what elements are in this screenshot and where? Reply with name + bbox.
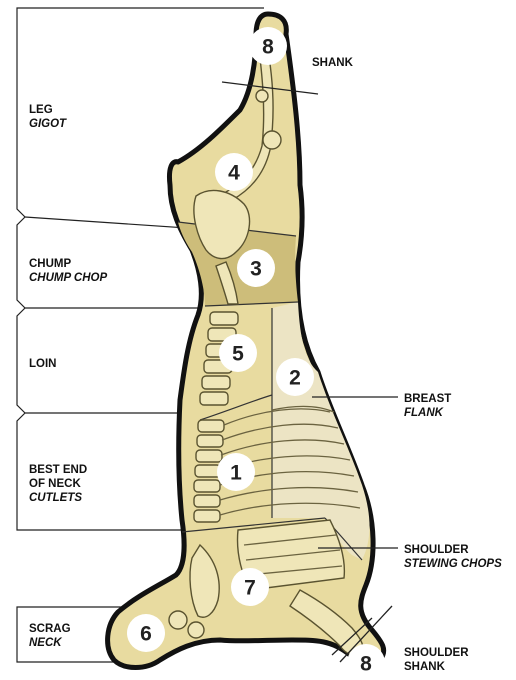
label-chump: CHUMP <box>29 258 71 270</box>
label-shoulder-shank-2: SHANK <box>404 661 446 673</box>
label-shoulder: SHOULDER <box>404 544 469 556</box>
svg-text:5: 5 <box>232 343 244 366</box>
label-loin: LOIN <box>29 358 56 370</box>
label-scrag: SCRAG <box>29 623 71 635</box>
label-scrag-sub: NECK <box>29 637 62 649</box>
svg-text:2: 2 <box>289 367 301 390</box>
left-labels: LEG GIGOT CHUMP CHUMP CHOP LOIN BEST END… <box>29 104 107 649</box>
badge-scrag: 6 <box>127 614 165 652</box>
badge-breast: 2 <box>276 358 314 396</box>
svg-text:3: 3 <box>250 258 262 281</box>
svg-text:7: 7 <box>244 577 256 600</box>
badge-shank-top: 8 <box>249 27 287 65</box>
label-leg: LEG <box>29 104 53 116</box>
label-shoulder-shank: SHOULDER <box>404 647 469 659</box>
label-breast: BREAST <box>404 393 451 405</box>
badge-shoulder: 7 <box>231 568 269 606</box>
badge-leg: 4 <box>215 153 253 191</box>
label-breast-sub: FLANK <box>404 407 444 419</box>
svg-text:8: 8 <box>360 653 372 676</box>
label-best-end: BEST END <box>29 464 87 476</box>
svg-text:8: 8 <box>262 36 274 59</box>
label-leg-sub: GIGOT <box>29 118 67 130</box>
badge-best-end: 1 <box>217 453 255 491</box>
badge-loin: 5 <box>219 334 257 372</box>
label-shoulder-sub: STEWING CHOPS <box>404 558 502 570</box>
svg-text:6: 6 <box>140 623 152 646</box>
svg-text:1: 1 <box>230 462 242 485</box>
badge-chump: 3 <box>237 249 275 287</box>
label-chump-sub: CHUMP CHOP <box>29 272 107 284</box>
label-shank: SHANK <box>312 57 354 69</box>
svg-text:4: 4 <box>228 162 240 185</box>
label-best-end-sub: CUTLETS <box>29 492 82 504</box>
label-best-end-2: OF NECK <box>29 478 81 490</box>
